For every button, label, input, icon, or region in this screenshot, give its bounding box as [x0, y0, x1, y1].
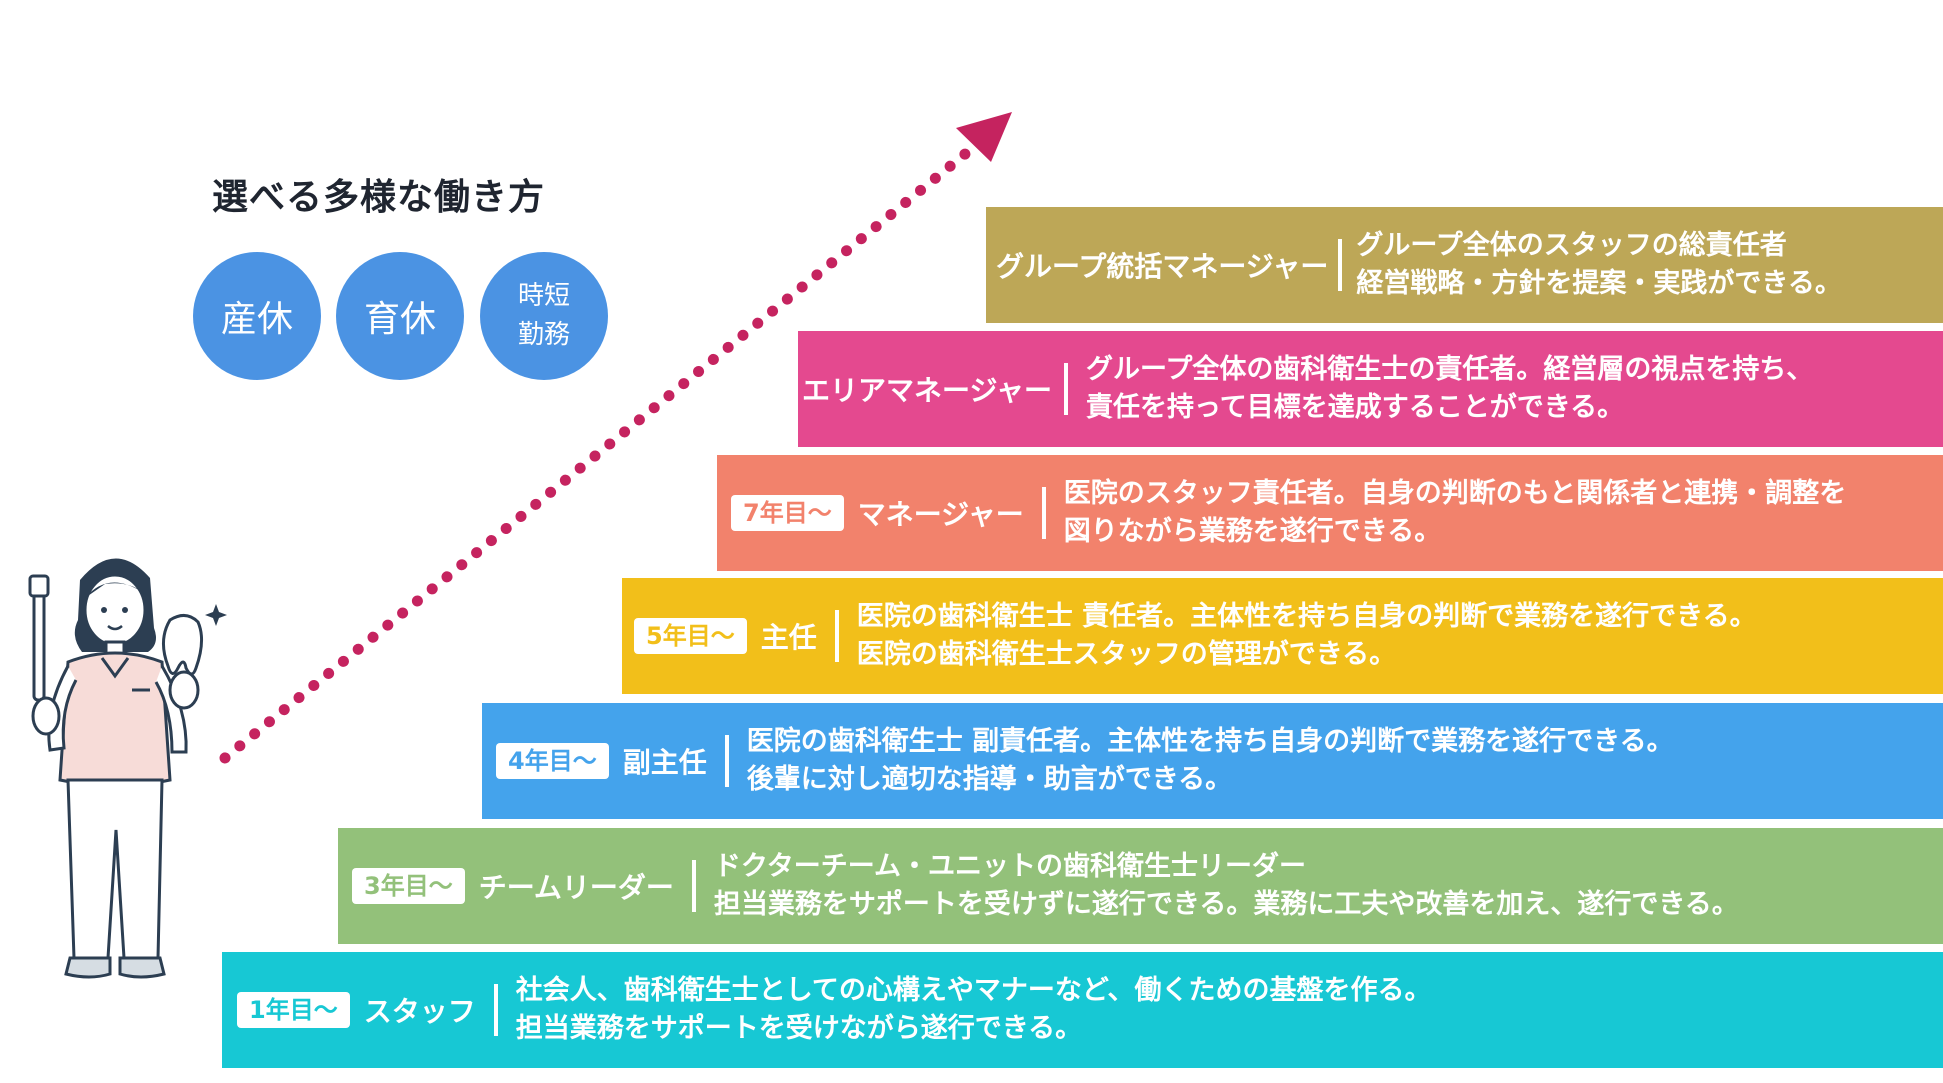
description-line-1: グループ全体のスタッフの総責任者: [1356, 229, 1787, 261]
role-label: グループ統括マネージャー: [996, 250, 1329, 283]
role-description: グループ全体の歯科衛生士の責任者。経営層の視点を持ち、 責任を持って目標を達成す…: [1086, 351, 1813, 428]
year-badge: 3年目～: [352, 868, 465, 904]
year-badge: 5年目～: [634, 618, 747, 654]
role-description: ドクターチーム・ユニットの歯科衛生士リーダー 担当業務をサポートを受けずに遂行で…: [714, 848, 1739, 925]
step-team-leader: 3年目～ チームリーダー ドクターチーム・ユニットの歯科衛生士リーダー 担当業務…: [338, 828, 1943, 944]
divider: [1064, 363, 1069, 415]
description-line-1: グループ全体の歯科衛生士の責任者。経営層の視点を持ち、: [1086, 353, 1814, 385]
description-line-2: 経営戦略・方針を提案・実践ができる。: [1356, 268, 1842, 299]
role-description: 社会人、歯科衛生士としての心構えやマナーなど、働くための基盤を作る。 担当業務を…: [516, 972, 1432, 1049]
arrow-head-icon: [956, 112, 1012, 162]
year-badge: 4年目～: [496, 743, 609, 779]
year-badge: 1年目～: [237, 992, 350, 1028]
step-group-manager: グループ統括マネージャー グループ全体のスタッフの総責任者 経営戦略・方針を提案…: [986, 207, 1943, 323]
divider: [1338, 239, 1343, 291]
dental-hygienist-illustration: [28, 558, 227, 979]
description-line-1: 医院のスタッフ責任者。自身の判断のもと関係者と連携・調整を: [1063, 477, 1847, 509]
divider: [1041, 487, 1046, 539]
role-label: 副主任: [622, 746, 707, 779]
year-badge: 7年目～: [731, 495, 844, 531]
divider: [834, 610, 839, 662]
role-description: 医院の歯科衛生士 責任者。主体性を持ち自身の判断で業務を遂行できる。 医院の歯科…: [857, 598, 1757, 675]
step-area-manager: エリアマネージャー グループ全体の歯科衛生士の責任者。経営層の視点を持ち、 責任…: [798, 331, 1943, 447]
step-staff: 1年目～ スタッフ 社会人、歯科衛生士としての心構えやマナーなど、働くための基盤…: [222, 952, 1943, 1068]
maternity-leave-circle: 産休: [193, 252, 321, 380]
step-manager: 7年目～ マネージャー 医院のスタッフ責任者。自身の判断のもと関係者と連携・調整…: [717, 455, 1943, 571]
description-line-2: 責任を持って目標を達成することができる。: [1086, 392, 1625, 423]
description-line-2: 担当業務をサポートを受けずに遂行できる。業務に工夫や改善を加え、遂行できる。: [713, 889, 1739, 920]
role-description: 医院の歯科衛生士 副責任者。主体性を持ち自身の判断で業務を遂行できる。 後輩に対…: [747, 723, 1674, 800]
role-label: チームリーダー: [478, 871, 674, 904]
section-title: 選べる多様な働き方: [212, 177, 546, 218]
role-label: マネージャー: [857, 498, 1024, 531]
role-label: エリアマネージャー: [802, 374, 1053, 407]
description-line-1: 医院の歯科衛生士 責任者。主体性を持ち自身の判断で業務を遂行できる。: [856, 600, 1757, 632]
role-description: グループ全体のスタッフの総責任者 経営戦略・方針を提案・実践ができる。: [1356, 227, 1841, 304]
description-line-2: 担当業務をサポートを受けながら遂行できる。: [515, 1013, 1083, 1044]
description-line-2: 医院の歯科衛生士スタッフの管理ができる。: [856, 639, 1397, 670]
short-hours-circle: 時短 勤務: [480, 252, 608, 380]
role-label: 主任: [760, 621, 817, 654]
description-line-2: 図りながら業務を遂行できる。: [1063, 516, 1442, 547]
description-line-1: ドクターチーム・ユニットの歯科衛生士リーダー: [713, 850, 1306, 882]
description-line-1: 医院の歯科衛生士 副責任者。主体性を持ち自身の判断で業務を遂行できる。: [746, 725, 1674, 757]
divider: [691, 860, 696, 912]
step-vice-chief: 4年目～ 副主任 医院の歯科衛生士 副責任者。主体性を持ち自身の判断で業務を遂行…: [482, 703, 1943, 819]
description-line-1: 社会人、歯科衛生士としての心構えやマナーなど、働くための基盤を作る。: [515, 974, 1432, 1006]
role-label: スタッフ: [363, 995, 476, 1028]
divider: [724, 735, 729, 787]
childcare-leave-circle: 育休: [336, 252, 464, 380]
description-line-2: 後輩に対し適切な指導・助言ができる。: [746, 764, 1233, 795]
role-description: 医院のスタッフ責任者。自身の判断のもと関係者と連携・調整を 図りながら業務を遂行…: [1064, 475, 1846, 552]
step-chief: 5年目～ 主任 医院の歯科衛生士 責任者。主体性を持ち自身の判断で業務を遂行でき…: [622, 578, 1943, 694]
divider: [493, 984, 498, 1036]
